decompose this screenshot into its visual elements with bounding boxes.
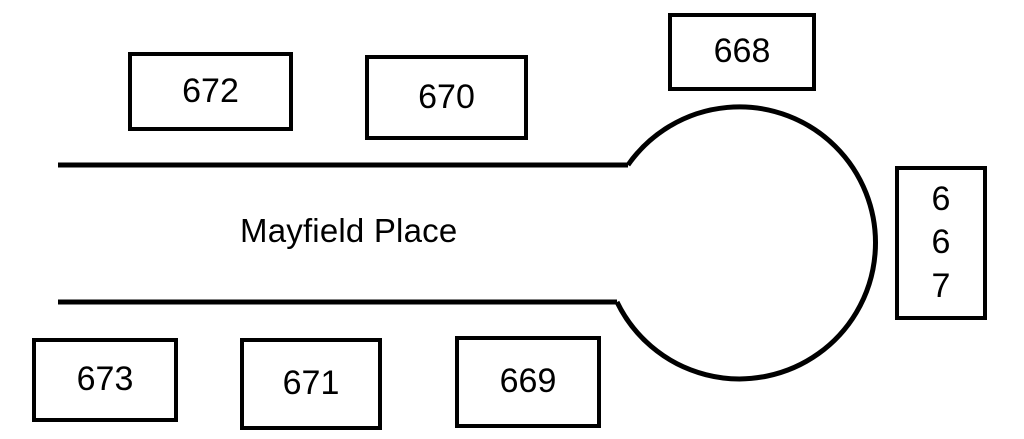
parcel-box-672[interactable]: 672 [128,52,293,131]
parcel-box-670[interactable]: 670 [365,55,528,140]
parcel-box-668[interactable]: 668 [668,13,816,91]
cul-de-sac-arc [614,104,878,382]
parcel-box-669[interactable]: 669 [455,336,601,428]
street-name-label: Mayfield Place [240,212,458,249]
parcel-box-671[interactable]: 671 [240,338,382,430]
parcel-box-667[interactable]: 667 [895,166,987,320]
parcel-box-673[interactable]: 673 [32,338,178,422]
